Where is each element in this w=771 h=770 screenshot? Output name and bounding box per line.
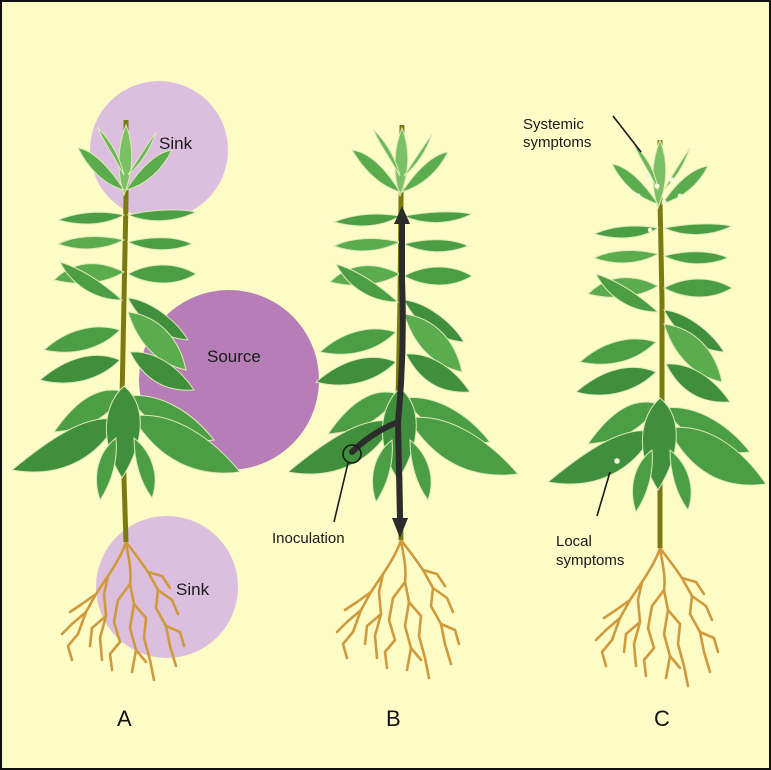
sink-bottom-label: Sink xyxy=(176,580,210,599)
systemic-symptoms-label: Systemic symptoms xyxy=(523,116,591,151)
systemic-label-line2: symptoms xyxy=(523,134,591,151)
source-label: Source xyxy=(207,347,261,366)
panel-label-b: B xyxy=(386,706,401,731)
local-label-line1: Local xyxy=(556,533,592,550)
local-label-line2: symptoms xyxy=(556,552,624,569)
panel-label-a: A xyxy=(117,706,132,731)
local-symptom-spot xyxy=(614,458,620,464)
panel-label-c: C xyxy=(654,706,670,731)
sink-top-label: Sink xyxy=(159,134,193,153)
inoculation-label: Inoculation xyxy=(272,530,345,547)
systemic-label-line1: Systemic xyxy=(523,116,584,133)
